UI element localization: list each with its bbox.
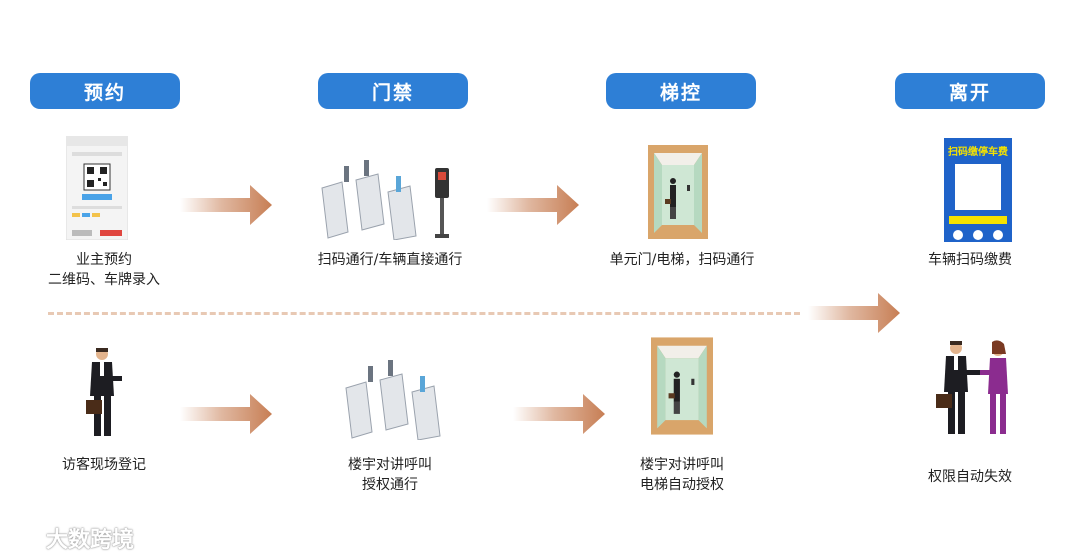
poster-qr-area [955, 164, 1001, 210]
flow-arrow [513, 394, 605, 434]
caption-visitor-elevator: 楼宇对讲呼叫 电梯自动授权 [612, 455, 752, 495]
divider-dashed-line [48, 312, 800, 315]
watermark-mark-icon [7, 531, 41, 545]
flow-arrow [180, 185, 272, 225]
caption-owner-reservation: 业主预约 二维码、车牌录入 [44, 250, 164, 290]
watermark-logo: 大数跨境 [6, 522, 134, 554]
caption-owner-elevator: 单元门/电梯，扫码通行 [609, 252, 755, 268]
flow-arrow [487, 185, 579, 225]
elevator-icon [648, 145, 708, 239]
elevator-icon [651, 337, 713, 435]
turnstile-gate-icon [321, 160, 449, 240]
poster-icons [944, 230, 1012, 240]
caption-visitor-gate: 楼宇对讲呼叫 授权通行 [320, 455, 460, 495]
caption-visitor-register: 访客现场登记 [62, 457, 146, 473]
watermark-text: 大数跨境 [46, 528, 135, 553]
stage-access-control: 门禁 [318, 73, 468, 109]
caption-visitor-expire: 权限自动失效 [928, 469, 1012, 485]
handshake-icon [936, 340, 1008, 434]
stage-leave: 离开 [895, 73, 1045, 109]
phone-qr-icon [66, 136, 128, 240]
visitor-person-icon [86, 348, 122, 436]
caption-line: 业主预约 [76, 252, 132, 268]
caption-line: 楼宇对讲呼叫 [640, 457, 724, 473]
poster-strip [949, 216, 1007, 224]
stage-reservation: 预约 [30, 73, 180, 109]
caption-owner-gate: 扫码通行/车辆直接通行 [317, 252, 463, 268]
parking-payment-poster: 扫码缴停车费 [944, 138, 1012, 242]
stage-elevator-control: 梯控 [606, 73, 756, 109]
caption-line: 电梯自动授权 [640, 477, 724, 493]
turnstile-gate-icon [345, 360, 441, 440]
flow-arrow [808, 293, 900, 333]
caption-line: 二维码、车牌录入 [48, 272, 160, 288]
caption-owner-leave: 车辆扫码缴费 [928, 252, 1012, 268]
poster-title: 扫码缴停车费 [948, 147, 1008, 158]
caption-line: 楼宇对讲呼叫 [348, 457, 432, 473]
flow-arrow [180, 394, 272, 434]
caption-line: 授权通行 [362, 477, 418, 493]
